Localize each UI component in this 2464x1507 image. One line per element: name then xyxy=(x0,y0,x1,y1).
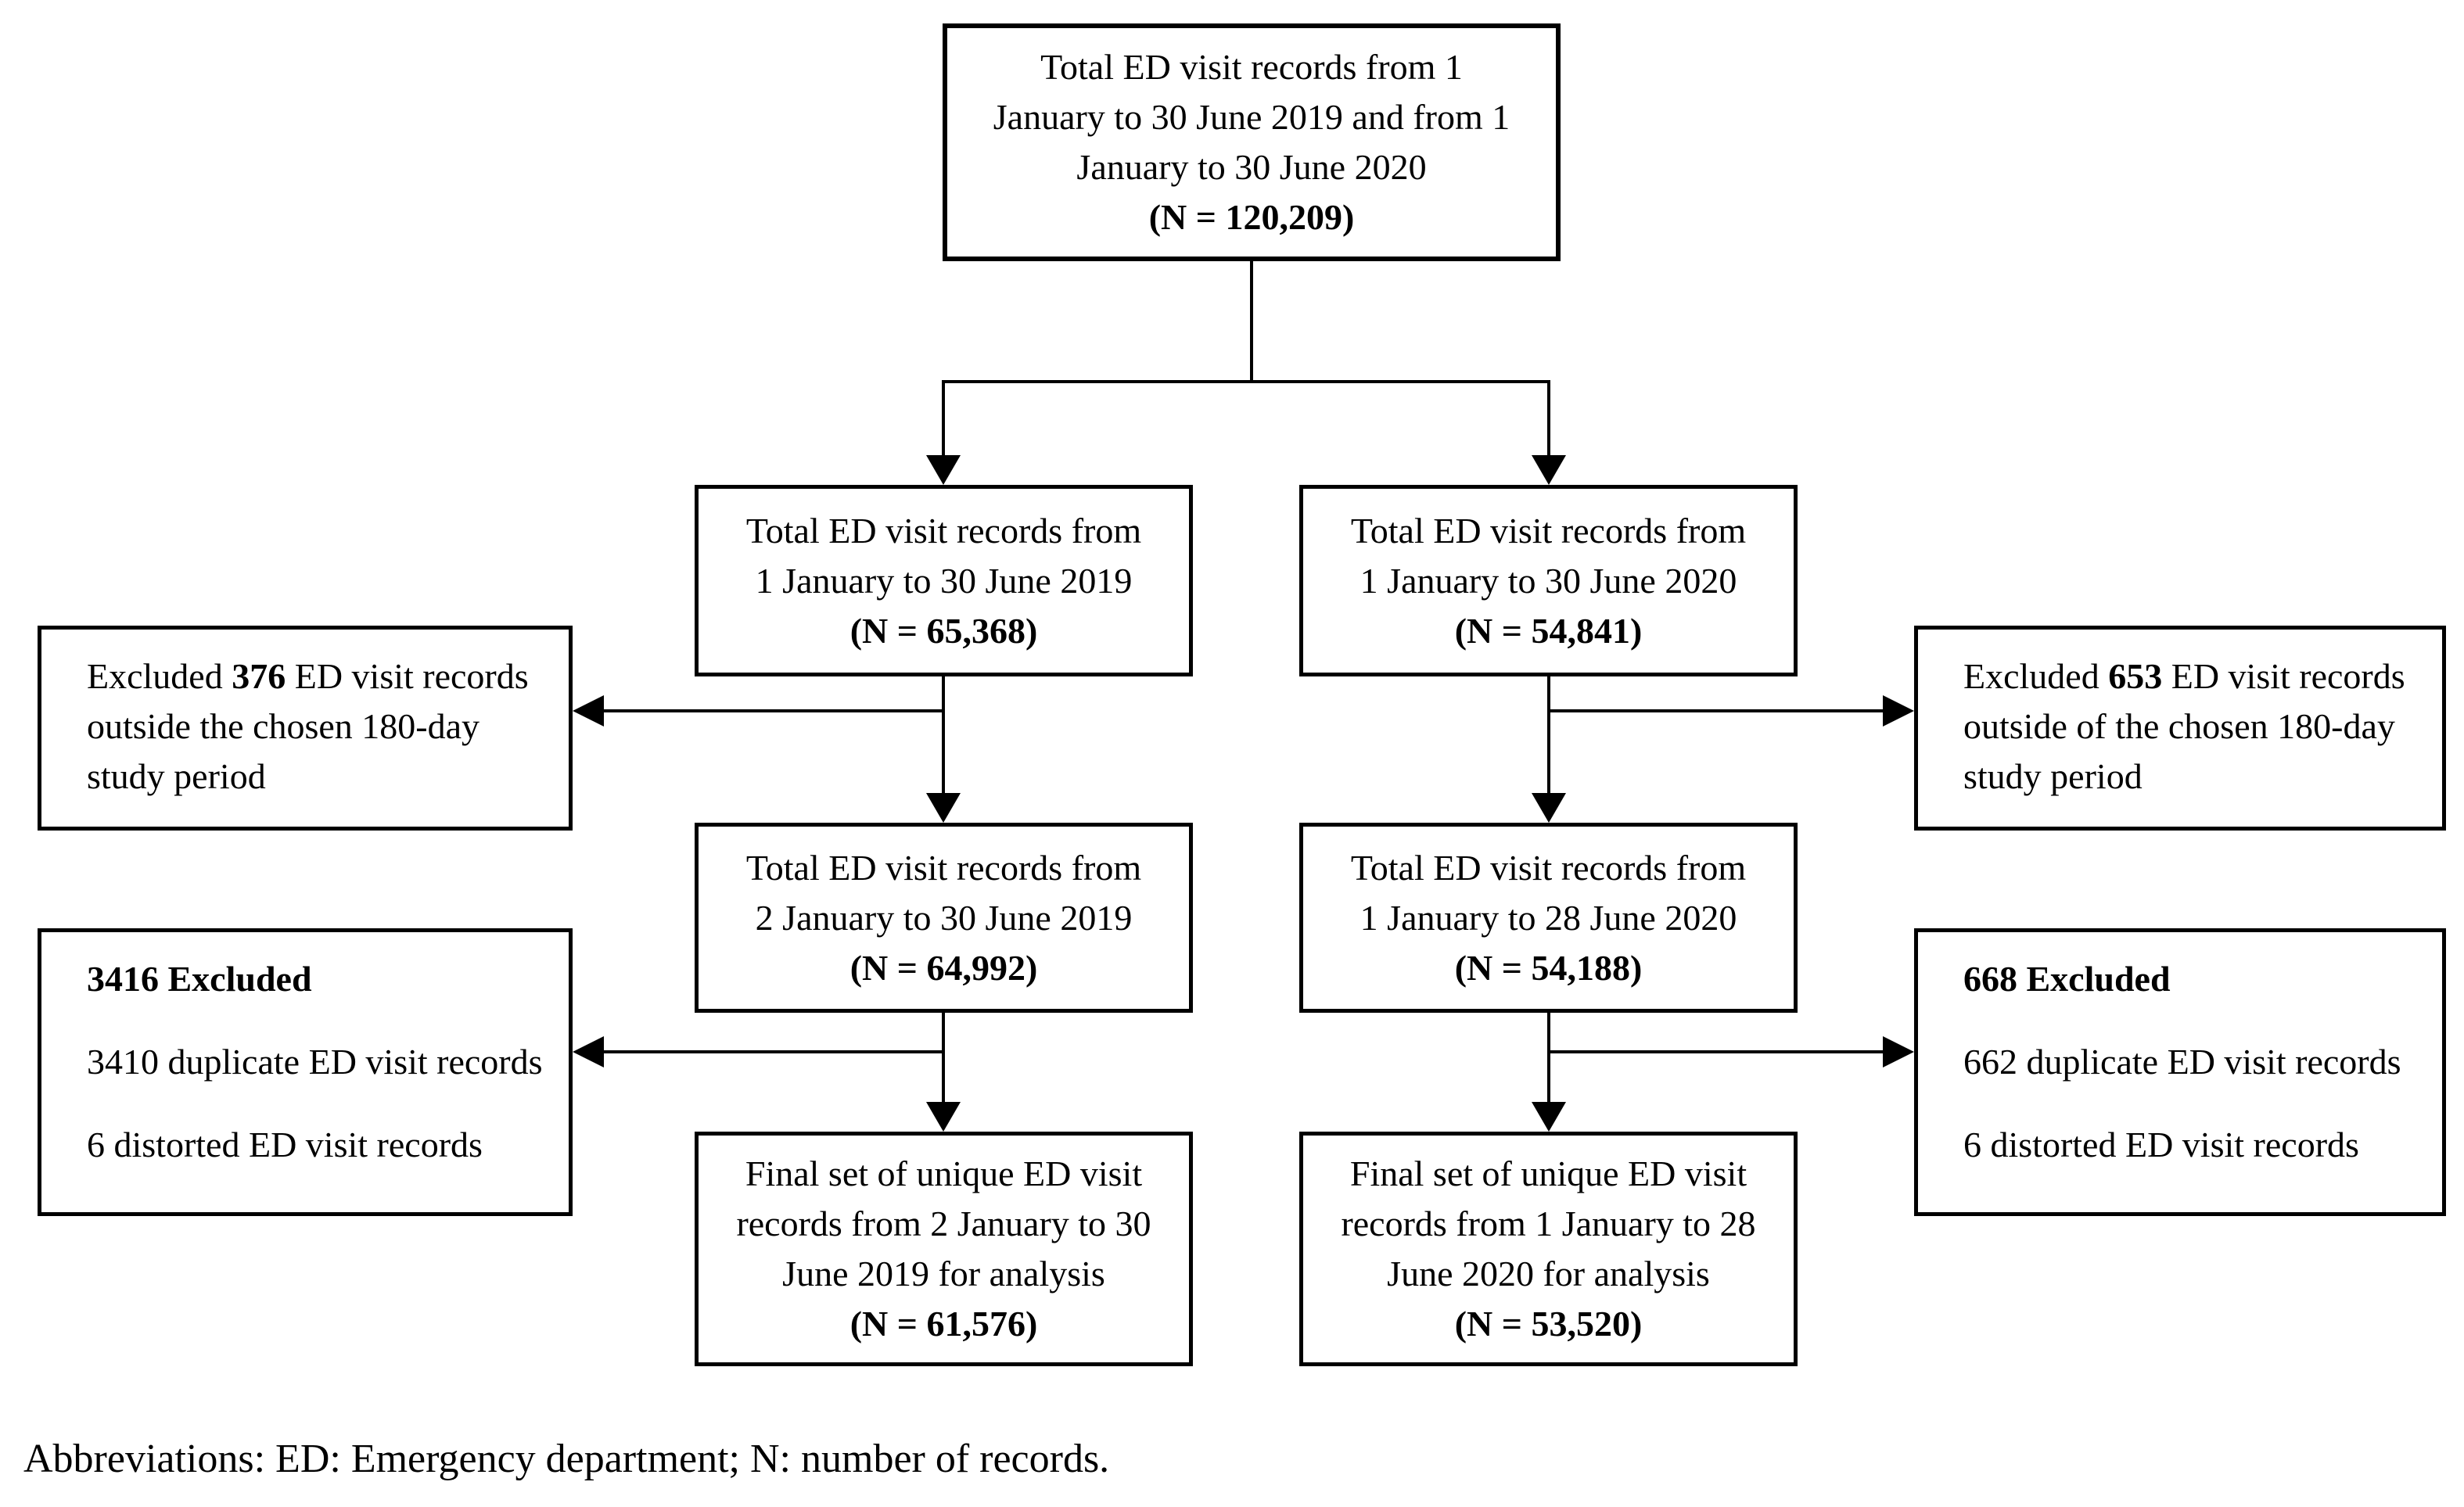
connector-2020-excl-dup xyxy=(1547,1050,1883,1053)
record-count: (N = 64,992) xyxy=(849,947,1038,988)
connector-2019-excl-dup xyxy=(604,1050,945,1053)
box-2020-excluded-outside-period: Excluded 653 ED visit records outside of… xyxy=(1914,626,2446,831)
record-count: (N = 54,841) xyxy=(1454,610,1643,651)
box-2020-excluded-duplicates: 668 Excluded 662 duplicate ED visit reco… xyxy=(1914,928,2446,1216)
arrow-left-icon xyxy=(573,695,604,727)
connector-2019-excl-period xyxy=(604,709,945,712)
record-count: (N = 120,209) xyxy=(1148,197,1355,237)
text-line: Final set of unique ED visit xyxy=(745,1154,1143,1193)
connector-split-left xyxy=(942,380,945,457)
text-line: 6 distorted ED visit records xyxy=(87,1125,483,1164)
record-count: (N = 54,188) xyxy=(1454,947,1643,988)
connector-2020-stem-1 xyxy=(1547,676,1550,794)
box-2020-trimmed-records: Total ED visit records from 1 January to… xyxy=(1299,823,1798,1013)
text-line: 662 duplicate ED visit records xyxy=(1963,1042,2401,1082)
text-line: Total ED visit records from 1 xyxy=(1040,47,1463,87)
excluded-title: 668 Excluded xyxy=(1963,959,2171,999)
text-line: study period xyxy=(1963,756,2143,796)
box-2019-trimmed-records: Total ED visit records from 2 January to… xyxy=(695,823,1193,1013)
text-line: June 2020 for analysis xyxy=(1387,1254,1710,1294)
text-line: outside the chosen 180-day xyxy=(87,706,480,746)
text-line: 6 distorted ED visit records xyxy=(1963,1125,2359,1164)
box-2019-excluded-duplicates: 3416 Excluded 3410 duplicate ED visit re… xyxy=(38,928,573,1216)
text-line: June 2019 for analysis xyxy=(782,1254,1105,1294)
text-line: Total ED visit records from xyxy=(1350,847,1747,888)
arrow-down-icon xyxy=(1532,455,1566,485)
arrow-right-icon xyxy=(1883,695,1914,727)
connector-top-stem xyxy=(1250,261,1253,380)
text-line: Total ED visit records from xyxy=(745,847,1142,888)
excluded-count: 653 xyxy=(2108,656,2163,696)
arrow-down-icon xyxy=(926,1102,961,1132)
text-line: January to 30 June 2020 xyxy=(1076,147,1427,187)
text-line: Total ED visit records from xyxy=(745,510,1142,551)
excluded-title: 3416 Excluded xyxy=(87,959,312,999)
box-total-ed-visit-records: Total ED visit records from 1 January to… xyxy=(943,23,1561,261)
connector-split-bar xyxy=(942,380,1550,383)
connector-2020-stem-2 xyxy=(1547,1013,1550,1105)
footnote-abbreviations: Abbreviations: ED: Emergency department;… xyxy=(23,1437,1110,1481)
text-line: January to 30 June 2019 and from 1 xyxy=(993,97,1510,137)
text-line: Final set of unique ED visit xyxy=(1349,1154,1747,1193)
text-line: 1 January to 28 June 2020 xyxy=(1360,897,1737,938)
connector-2019-stem-1 xyxy=(942,676,945,794)
connector-2020-excl-period xyxy=(1547,709,1883,712)
arrow-left-icon xyxy=(573,1036,604,1067)
text-line: outside of the chosen 180-day xyxy=(1963,706,2395,746)
text-line: 1 January to 30 June 2019 xyxy=(755,560,1133,601)
box-2019-excluded-outside-period: Excluded 376 ED visit records outside th… xyxy=(38,626,573,831)
arrow-right-icon xyxy=(1883,1036,1914,1067)
text-line: Excluded 376 ED visit records xyxy=(87,656,529,696)
arrow-down-icon xyxy=(1532,793,1566,823)
connector-split-right xyxy=(1547,380,1550,457)
text-line: 2 January to 30 June 2019 xyxy=(755,897,1133,938)
text-line: 3410 duplicate ED visit records xyxy=(87,1042,543,1082)
connector-2019-stem-2 xyxy=(942,1013,945,1105)
record-count: (N = 65,368) xyxy=(849,610,1038,651)
arrow-down-icon xyxy=(926,455,961,485)
box-2019-final-set: Final set of unique ED visit records fro… xyxy=(695,1132,1193,1366)
record-count: (N = 53,520) xyxy=(1454,1304,1643,1344)
box-2020-final-set: Final set of unique ED visit records fro… xyxy=(1299,1132,1798,1366)
text-line: 1 January to 30 June 2020 xyxy=(1360,560,1737,601)
text-line: records from 2 January to 30 xyxy=(736,1204,1151,1243)
text-line: records from 1 January to 28 xyxy=(1341,1204,1756,1243)
arrow-down-icon xyxy=(926,793,961,823)
text-line: Excluded 653 ED visit records xyxy=(1963,656,2405,696)
text-line: study period xyxy=(87,756,266,796)
record-count: (N = 61,576) xyxy=(849,1304,1038,1344)
text-line: Total ED visit records from xyxy=(1350,510,1747,551)
arrow-down-icon xyxy=(1532,1102,1566,1132)
box-2019-total-records: Total ED visit records from 1 January to… xyxy=(695,485,1193,676)
box-2020-total-records: Total ED visit records from 1 January to… xyxy=(1299,485,1798,676)
excluded-count: 376 xyxy=(232,656,286,696)
